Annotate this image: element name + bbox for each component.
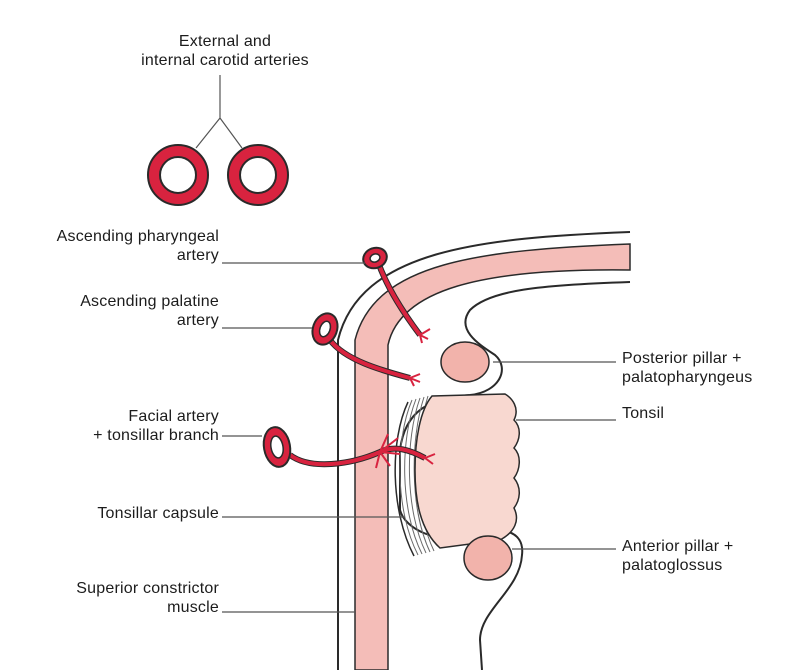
label-tonsillar-capsule-text: Tonsillar capsule: [0, 504, 219, 523]
label-ascending-pharyngeal-line-1: Ascending pharyngeal: [0, 227, 219, 246]
facial-artery: [261, 425, 435, 469]
label-carotid-arteries: External and internal carotid arteries: [110, 32, 340, 70]
posterior-pillar: [441, 342, 489, 382]
label-ascending-palatine-line-2: artery: [0, 311, 219, 330]
label-anterior-pillar-line-1: Anterior pillar +: [622, 537, 733, 556]
label-tonsil: Tonsil: [622, 404, 664, 423]
label-posterior-pillar-line-1: Posterior pillar +: [622, 349, 752, 368]
label-carotid-line-1: External and: [110, 32, 340, 51]
label-superior-constrictor-line-1: Superior constrictor: [0, 579, 219, 598]
anterior-pillar: [464, 536, 512, 580]
label-ascending-palatine-line-1: Ascending palatine: [0, 292, 219, 311]
label-tonsillar-capsule: Tonsillar capsule: [0, 504, 219, 523]
carotid-arteries: [148, 145, 288, 205]
label-ascending-pharyngeal-artery: Ascending pharyngeal artery: [0, 227, 219, 265]
label-ascending-pharyngeal-line-2: artery: [0, 246, 219, 265]
label-posterior-pillar-line-2: palatopharyngeus: [622, 368, 752, 387]
label-superior-constrictor-line-2: muscle: [0, 598, 219, 617]
label-facial-line-1: Facial artery: [0, 407, 219, 426]
label-anterior-pillar: Anterior pillar + palatoglossus: [622, 537, 733, 575]
label-posterior-pillar: Posterior pillar + palatopharyngeus: [622, 349, 752, 387]
label-superior-constrictor-muscle: Superior constrictor muscle: [0, 579, 219, 617]
label-facial-artery: Facial artery + tonsillar branch: [0, 407, 219, 445]
label-ascending-palatine-artery: Ascending palatine artery: [0, 292, 219, 330]
label-facial-line-2: + tonsillar branch: [0, 426, 219, 445]
label-tonsil-text: Tonsil: [622, 404, 664, 423]
tonsil-body: [415, 394, 519, 548]
label-carotid-line-2: internal carotid arteries: [110, 51, 340, 70]
label-anterior-pillar-line-2: palatoglossus: [622, 556, 733, 575]
